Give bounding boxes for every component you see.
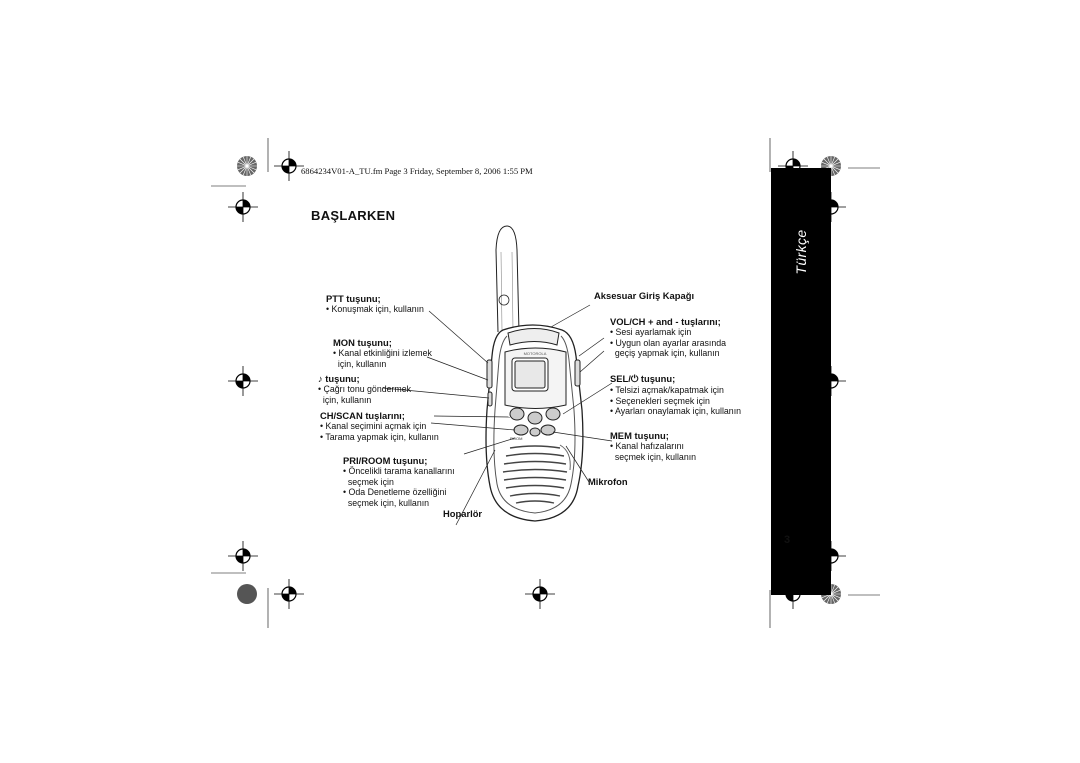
callout-hoparlor: Hoparlör xyxy=(443,508,483,519)
language-tab xyxy=(771,168,831,595)
callout-title: tuşunu; xyxy=(322,373,360,384)
callout-line: seçmek için, kullanın xyxy=(610,451,697,462)
crop-marks xyxy=(211,138,880,628)
svg-text:MOTOROLA: MOTOROLA xyxy=(524,351,547,356)
music-note-icon: ♪ xyxy=(318,373,323,384)
callout-line: • Öncelikli tarama kanallarını xyxy=(343,466,455,476)
language-tab-label: Türkçe xyxy=(793,229,809,275)
callout-line: • Seçenekleri seçmek için xyxy=(610,395,710,406)
callout-ch-scan: CH/SCAN tuşlarını; • Kanal seçimini açma… xyxy=(320,410,439,442)
callout-ptt: PTT tuşunu; • Konuşmak için, kullanın xyxy=(326,293,424,315)
callout-line: • Sesi ayarlamak için xyxy=(610,327,692,337)
callout-pri-room: PRI/ROOM tuşunu; • Öncelikli tarama kana… xyxy=(343,455,455,508)
radio-illustration: MOTOROLA ROOM xyxy=(485,225,584,522)
callout-line: • Kanal hafızalarını xyxy=(610,441,684,451)
callout-aksesuar: Aksesuar Giriş Kapağı xyxy=(594,290,695,301)
power-icon: ⏻ xyxy=(630,373,639,384)
callout-title: MON tuşunu; xyxy=(333,337,392,348)
callout-title: VOL/CH + and - tuşlarını; xyxy=(610,316,721,327)
file-info-line: 6864234V01-A_TU.fm Page 3 Friday, Septem… xyxy=(301,166,533,176)
callout-title-suffix: tuşunu; xyxy=(638,373,676,384)
callout-line: • Konuşmak için, kullanın xyxy=(326,304,424,314)
callout-line: seçmek için xyxy=(343,476,394,487)
callout-line: • Telsizi açmak/kapatmak için xyxy=(610,385,724,395)
page-title: BAŞLARKEN xyxy=(311,208,396,223)
svg-text:ROOM: ROOM xyxy=(510,436,522,441)
callout-mikrofon: Mikrofon xyxy=(588,476,628,487)
callout-line: • Kanal seçimini açmak için xyxy=(320,421,427,431)
callout-vol-ch: VOL/CH + and - tuşlarını; • Sesi ayarlam… xyxy=(610,316,726,359)
callout-line: için, kullanın xyxy=(318,394,372,405)
callout-mem: MEM tuşunu; • Kanal hafızalarını seçmek … xyxy=(610,430,696,462)
callout-line: • Ayarları onaylamak için, kullanın xyxy=(610,406,742,417)
callout-line: seçmek için, kullanın xyxy=(343,497,430,508)
callout-line: geçiş yapmak için, kullanın xyxy=(610,348,720,359)
page-number: 3 xyxy=(784,534,791,546)
callout-title: MEM tuşunu; xyxy=(610,430,669,441)
callout-line: • Çağrı tonu göndermek xyxy=(318,384,412,394)
leader-lines xyxy=(382,304,613,526)
callout-sel: SEL/⏻ tuşunu; • Telsizi açmak/kapatmak i… xyxy=(610,373,741,417)
callout-line: • Tarama yapmak için, kullanın xyxy=(320,431,439,442)
callout-line: • Oda Denetleme özelliğini xyxy=(343,487,447,498)
callout-call-tone: ♪ tuşunu; • Çağrı tonu göndermek için, k… xyxy=(318,373,411,405)
callout-title: PRI/ROOM tuşunu; xyxy=(343,455,428,466)
callout-title: PTT tuşunu; xyxy=(326,293,381,304)
callout-line: • Kanal etkinliğini izlemek xyxy=(333,348,432,358)
callout-line: için, kullanın xyxy=(333,358,387,369)
callout-title-prefix: SEL/ xyxy=(610,373,631,384)
callout-line: • Uygun olan ayarlar arasında xyxy=(610,337,727,348)
callout-mon: MON tuşunu; • Kanal etkinliğini izlemek … xyxy=(333,337,432,369)
callout-title: CH/SCAN tuşlarını; xyxy=(320,410,405,421)
